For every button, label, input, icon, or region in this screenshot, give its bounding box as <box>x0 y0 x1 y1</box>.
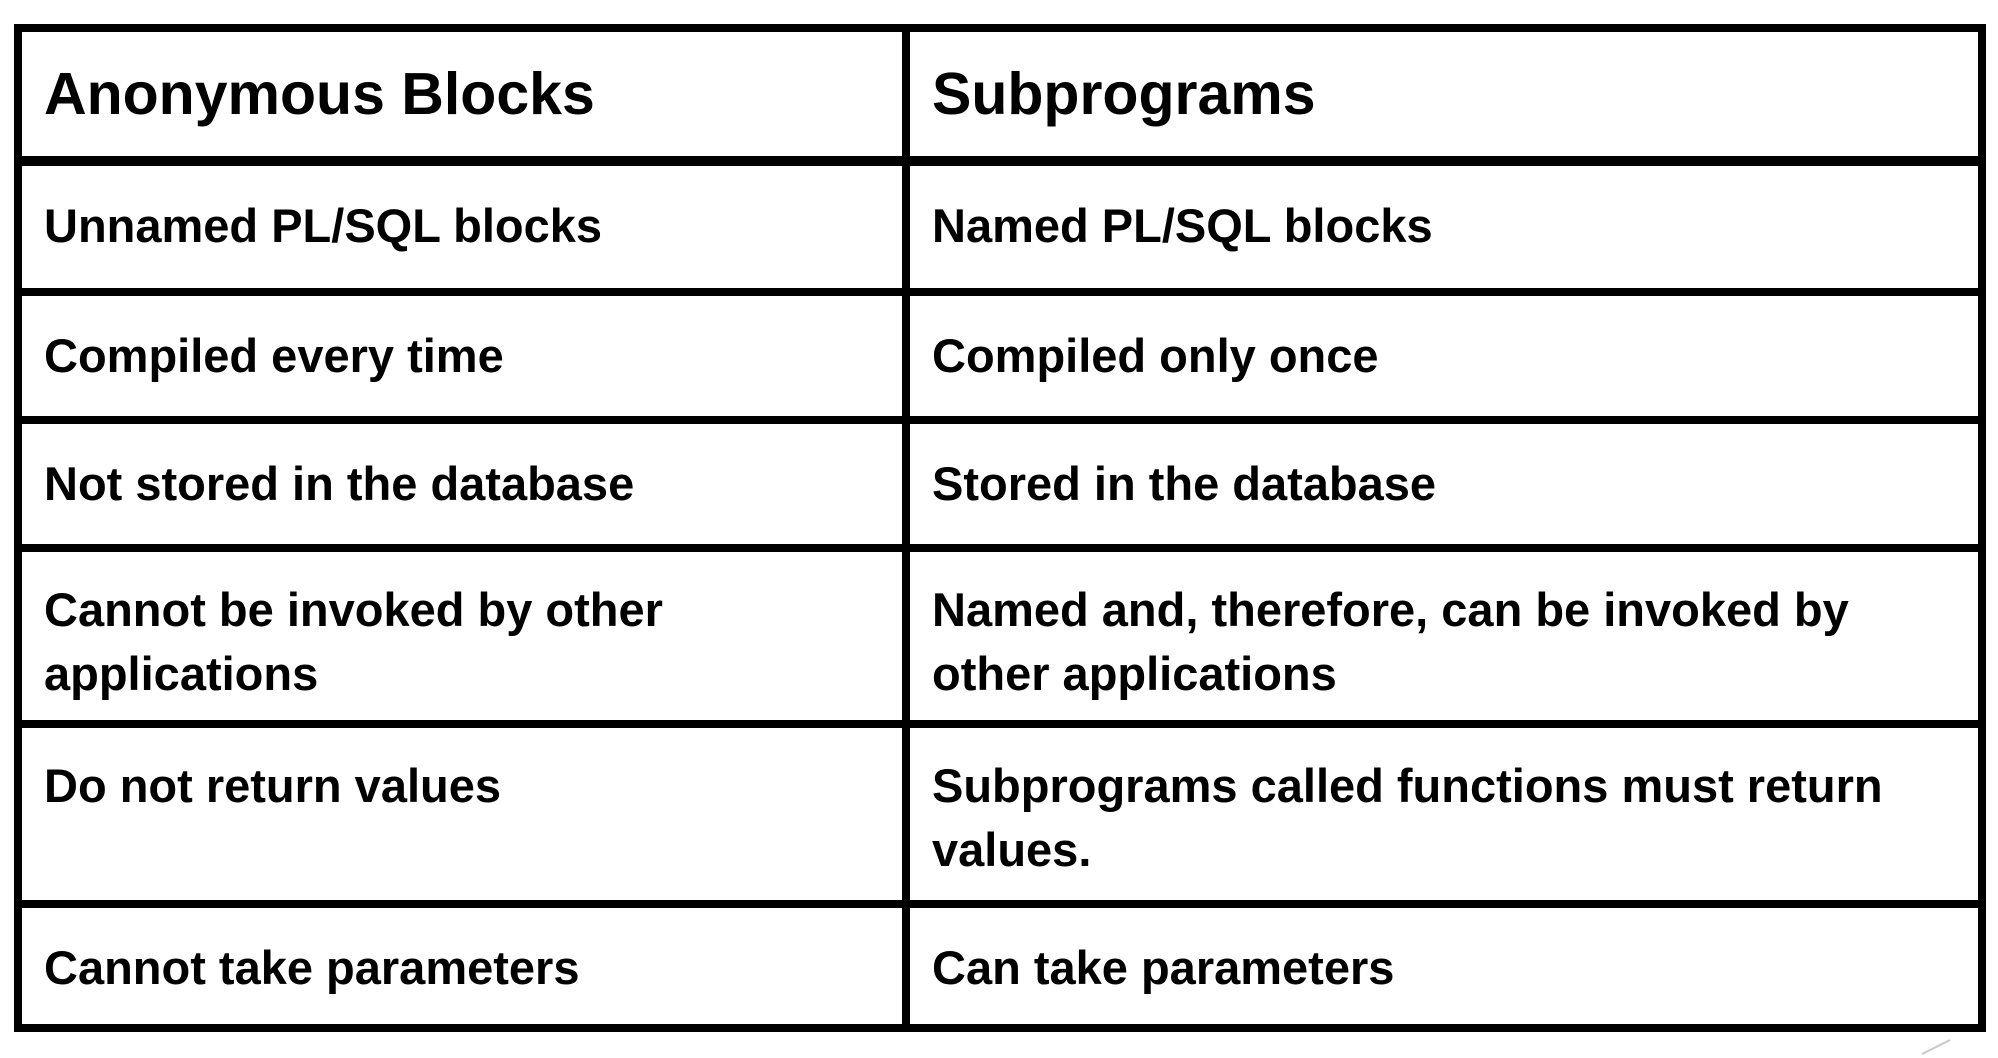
comparison-table: Anonymous Blocks Subprograms Unnamed PL/… <box>14 24 1986 1032</box>
table-cell-row3-left: Not stored in the database <box>22 416 910 544</box>
table-cell-row1-right: Named PL/SQL blocks <box>910 160 1978 288</box>
table-cell-row2-right: Compiled only once <box>910 288 1978 416</box>
table-cell-row4-left: Cannot be invoked by other applications <box>22 544 910 720</box>
table-cell-row6-left: Cannot take parameters <box>22 900 910 1024</box>
header-subprograms: Subprograms <box>910 32 1978 160</box>
table-cell-row1-left: Unnamed PL/SQL blocks <box>22 160 910 288</box>
table-cell-row2-left: Compiled every time <box>22 288 910 416</box>
table-cell-row3-right: Stored in the database <box>910 416 1978 544</box>
corner-mark-icon <box>1921 1039 1951 1055</box>
table-cell-row6-right: Can take parameters <box>910 900 1978 1024</box>
table-cell-row5-left: Do not return values <box>22 720 910 900</box>
header-anonymous-blocks: Anonymous Blocks <box>22 32 910 160</box>
table-cell-row5-right: Subprograms called functions must return… <box>910 720 1978 900</box>
table-cell-row4-right: Named and, therefore, can be invoked by … <box>910 544 1978 720</box>
